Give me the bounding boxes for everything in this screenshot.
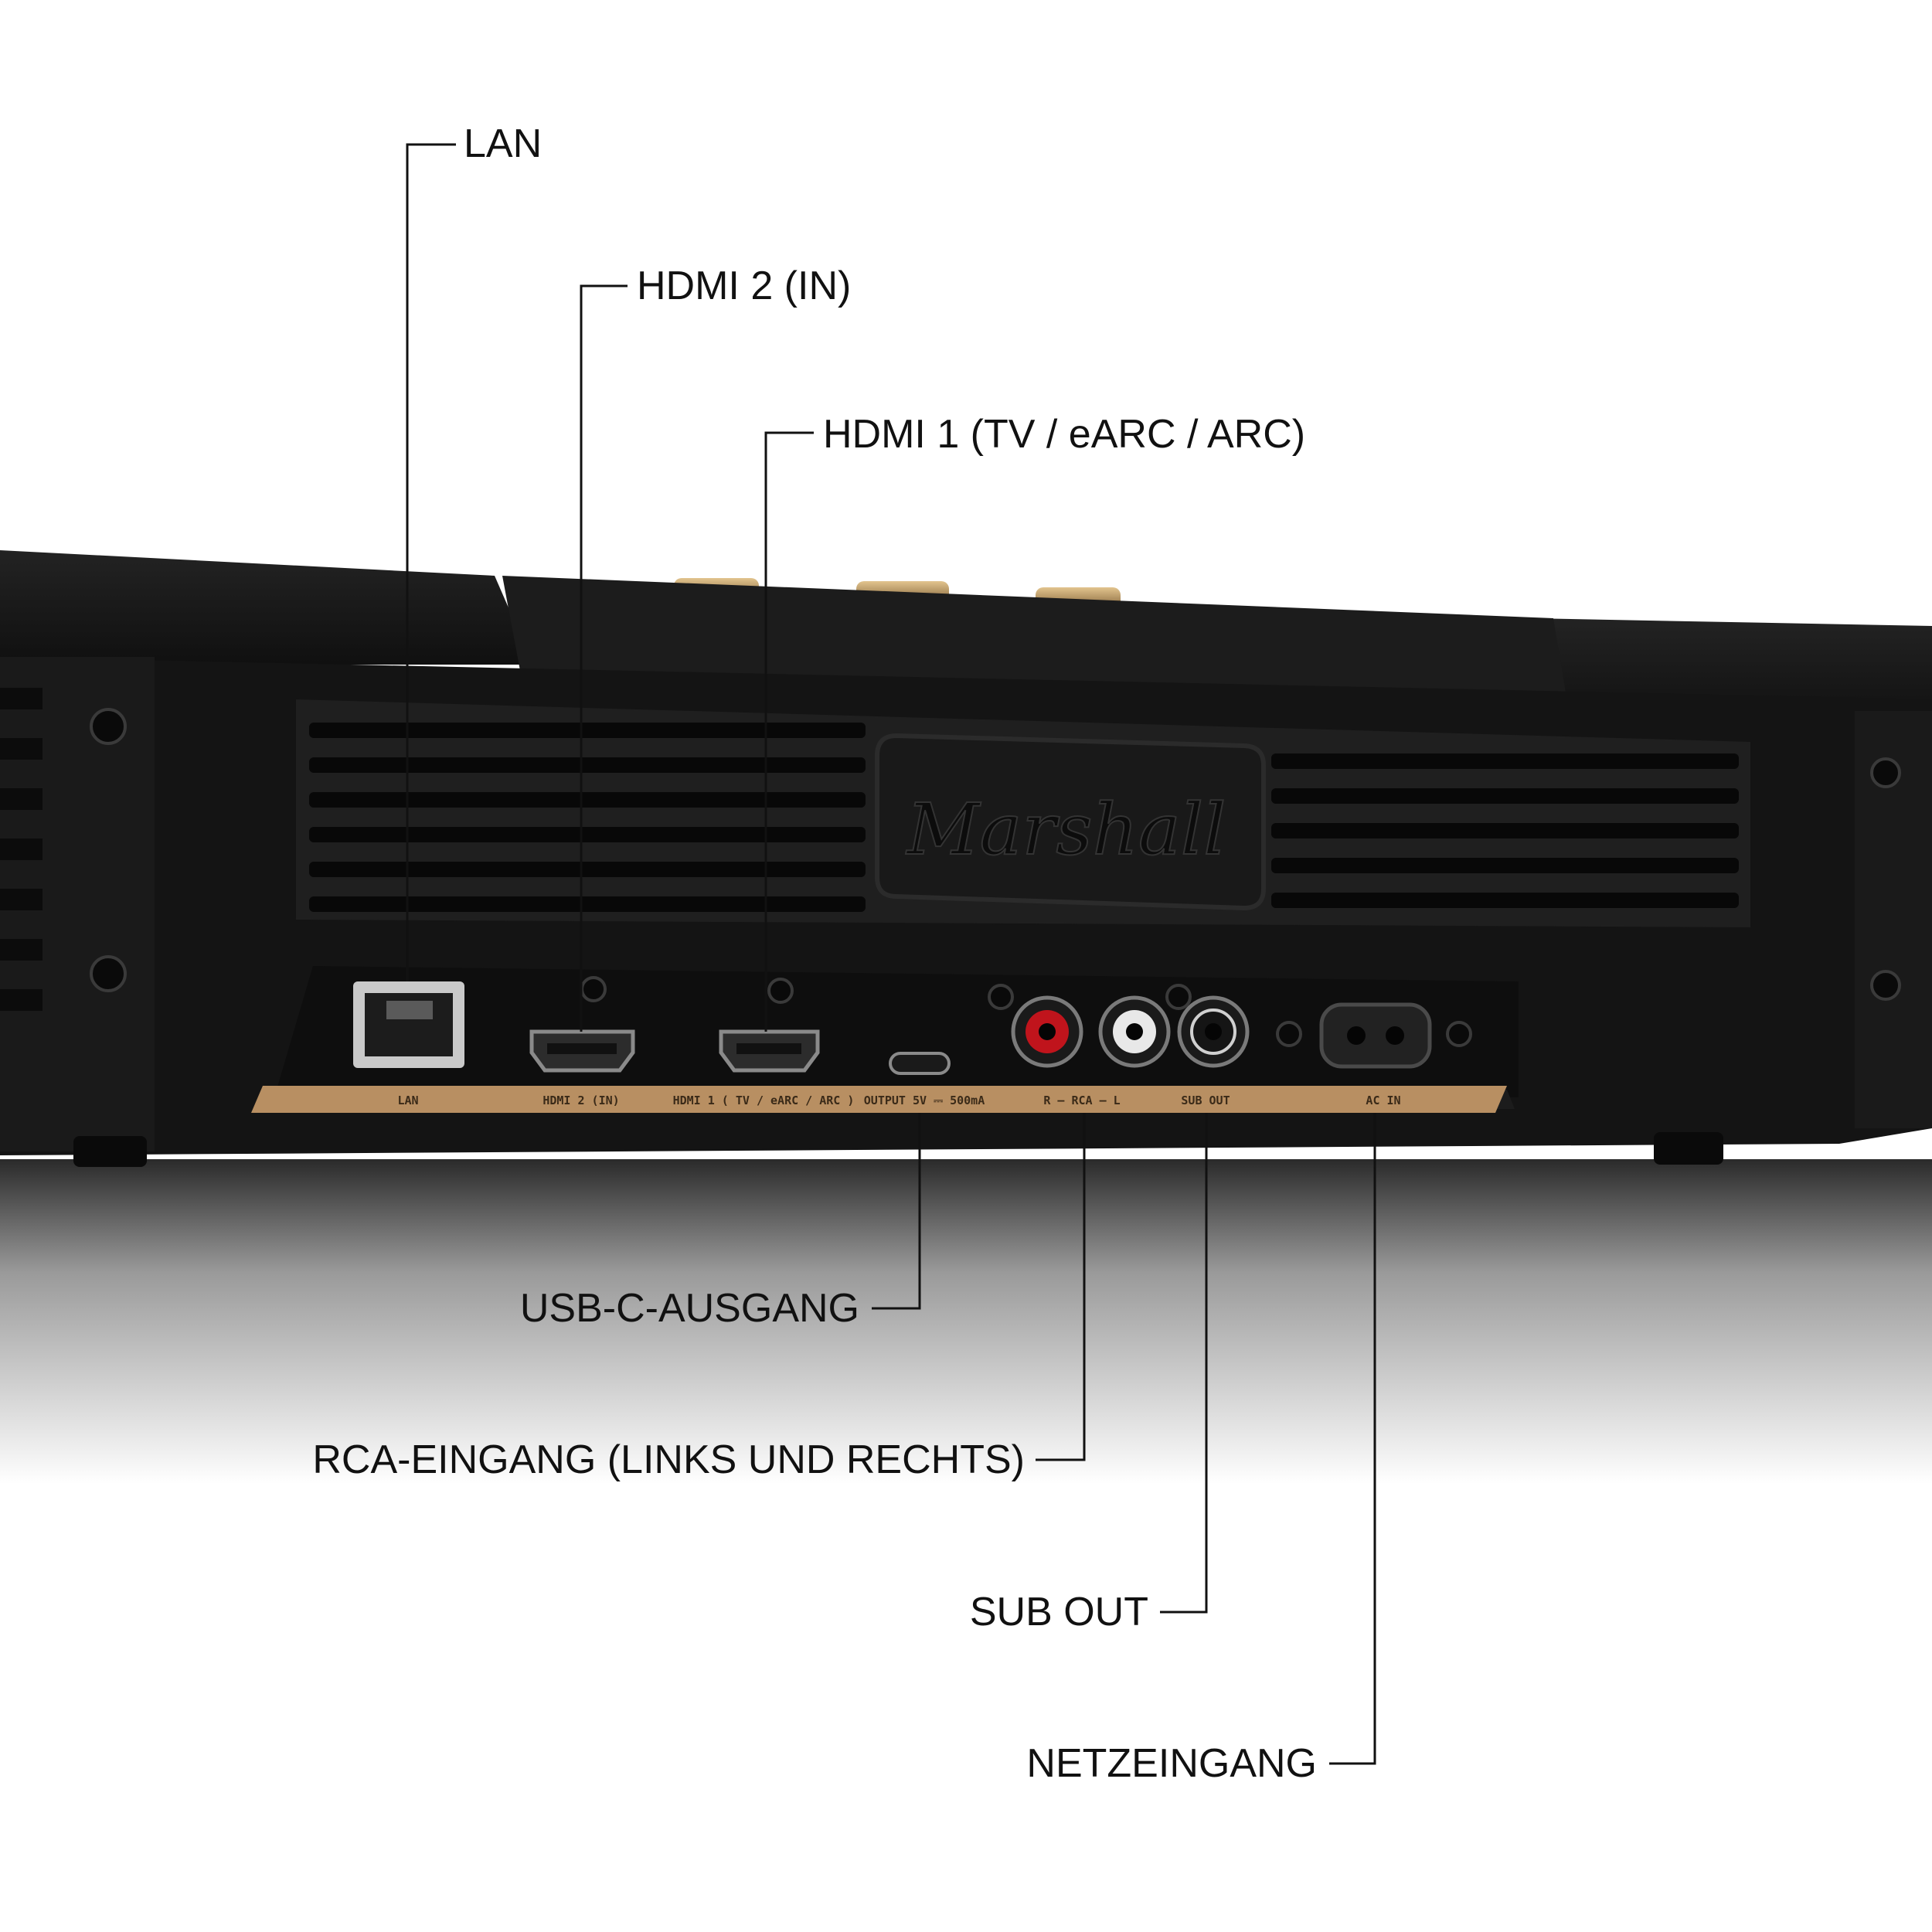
plate-label-rca: R — RCA — L xyxy=(1043,1094,1120,1107)
plate-label-output: OUTPUT 5V ⎓ 500mA xyxy=(864,1094,985,1107)
callout-hdmi2: HDMI 2 (IN) xyxy=(637,264,852,308)
leather-left xyxy=(0,550,533,665)
callout-hdmi1: HDMI 1 (TV / eARC / ARC) xyxy=(823,412,1306,457)
callout-power: NETZEINGANG xyxy=(1026,1741,1317,1786)
brand-logo: Marshall xyxy=(905,788,1226,871)
callout-sub: SUB OUT xyxy=(969,1590,1148,1634)
lan-port xyxy=(353,981,464,1068)
leader-sub xyxy=(1160,1113,1208,1614)
leader-lan xyxy=(406,143,456,981)
leader-hdmi2 xyxy=(580,284,628,1032)
plate-label-hdmi2: HDMI 2 (IN) xyxy=(543,1094,619,1107)
usbc-port xyxy=(889,1052,951,1075)
hdmi2-port xyxy=(529,1029,635,1073)
plate-label-hdmi1: HDMI 1 ( TV / eARC / ARC ) xyxy=(673,1094,855,1107)
feet xyxy=(73,1132,1723,1167)
side-fins-left xyxy=(0,688,43,1011)
plate-label-lan: LAN xyxy=(397,1094,418,1107)
plate-label-ac: AC IN xyxy=(1366,1094,1400,1107)
rca-right-jack xyxy=(1011,995,1083,1068)
leader-rca xyxy=(1036,1113,1086,1461)
label-plate xyxy=(251,1086,1507,1113)
callout-rca: RCA-EINGANG (LINKS UND RECHTS) xyxy=(312,1437,1025,1482)
rca-left-jack xyxy=(1098,995,1171,1068)
side-screws xyxy=(90,708,1901,1001)
callout-usbc: USB-C-AUSGANG xyxy=(519,1286,859,1331)
callout-lan: LAN xyxy=(464,121,543,166)
hdmi1-port xyxy=(719,1029,820,1073)
ac-inlet xyxy=(1319,1002,1432,1069)
leader-usbc xyxy=(872,1113,921,1310)
plate-label-sub: SUB OUT xyxy=(1181,1094,1230,1107)
floor-shadow xyxy=(0,1159,1932,1484)
leader-hdmi1 xyxy=(764,431,814,1032)
sub-out-jack xyxy=(1177,995,1250,1068)
plate-labels: LAN HDMI 2 (IN) HDMI 1 ( TV / eARC / ARC… xyxy=(397,1094,1400,1107)
panel-screws xyxy=(580,976,1472,1047)
leader-power xyxy=(1329,1113,1376,1765)
leader-lines xyxy=(406,143,1376,1765)
logo-badge: Marshall xyxy=(875,733,1266,911)
vent-slots xyxy=(309,723,1739,912)
